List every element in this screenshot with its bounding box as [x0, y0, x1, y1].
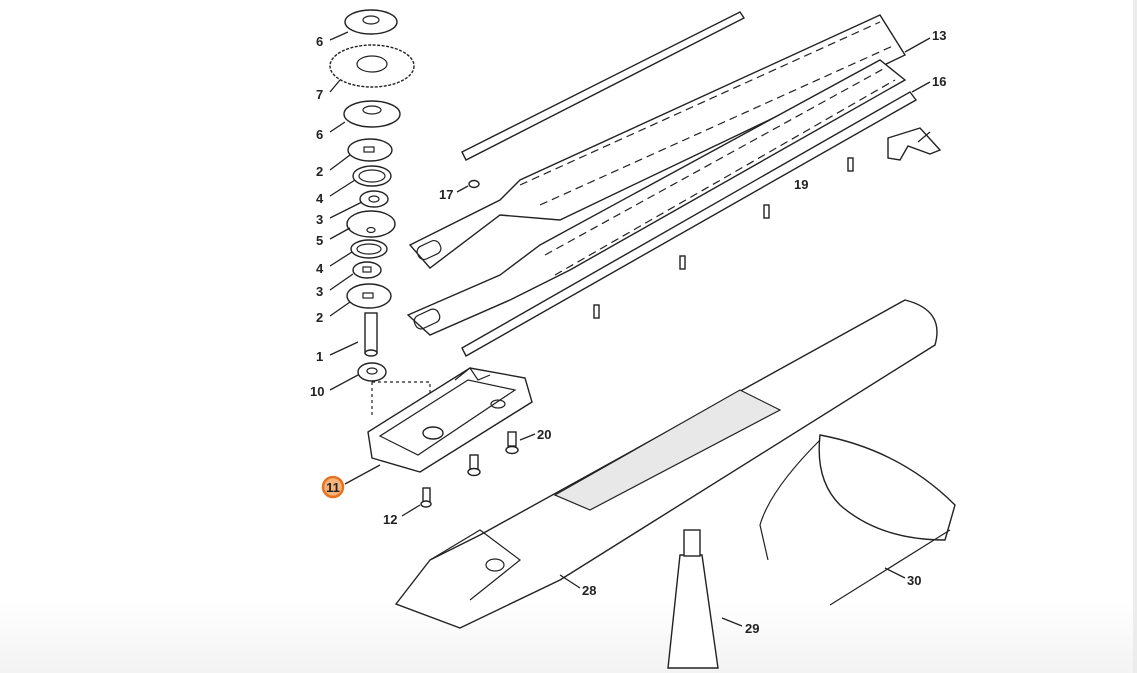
part-3-disc[interactable] [359, 190, 389, 208]
callout-6-lower[interactable]: 6 [316, 127, 323, 142]
callout-7[interactable]: 7 [316, 87, 323, 102]
part-17-nut[interactable] [468, 179, 480, 189]
callout-1[interactable]: 1 [316, 349, 323, 364]
part-28-blade-guard[interactable] [394, 299, 938, 629]
part-4-ring[interactable] [352, 165, 392, 187]
part-12-screw[interactable] [420, 487, 432, 508]
scroll-edge [1133, 0, 1137, 673]
callout-3[interactable]: 3 [316, 212, 323, 227]
callout-29[interactable]: 29 [745, 621, 759, 636]
part-2-plate-lower[interactable] [346, 283, 392, 309]
callout-16[interactable]: 16 [932, 74, 946, 89]
background-fade [0, 600, 1137, 673]
callout-2[interactable]: 2 [316, 164, 323, 179]
callout-17[interactable]: 17 [439, 187, 453, 202]
callout-4[interactable]: 4 [316, 191, 324, 206]
part-7-gear[interactable] [329, 44, 415, 88]
part-19-screws[interactable] [593, 157, 854, 319]
part-t-piece[interactable] [887, 127, 942, 161]
part-rail[interactable] [461, 11, 746, 161]
part-20-screw-b[interactable] [467, 454, 481, 477]
callout-2-lower[interactable]: 2 [316, 310, 323, 325]
callout-12[interactable]: 12 [383, 512, 397, 527]
callout-3-lower[interactable]: 3 [316, 284, 323, 299]
part-4-ring-lower[interactable] [350, 239, 388, 259]
part-11-gear-housing[interactable] [367, 367, 533, 473]
part-2-plate[interactable] [347, 138, 393, 162]
part-16-guide-bar[interactable] [461, 91, 918, 357]
leader-lines [329, 31, 931, 627]
part-13-blade-lower[interactable] [406, 59, 907, 336]
callout-20[interactable]: 20 [537, 427, 551, 442]
callout-10[interactable]: 10 [310, 384, 324, 399]
callout-11-selected[interactable]: 11 [321, 475, 345, 499]
part-5-disc[interactable] [346, 210, 396, 238]
part-3-disc-lower[interactable] [352, 261, 382, 279]
part-6-top-washer[interactable] [344, 9, 398, 35]
callout-4-lower[interactable]: 4 [316, 261, 324, 276]
callout-11-label: 11 [326, 480, 340, 495]
part-10-bearing[interactable] [357, 362, 387, 382]
part-29-grease-tube[interactable] [667, 529, 719, 669]
callout-13[interactable]: 13 [932, 28, 946, 43]
callout-28[interactable]: 28 [582, 583, 596, 598]
part-20-screw[interactable] [505, 431, 519, 455]
callout-19[interactable]: 19 [794, 177, 808, 192]
part-13-blade-upper[interactable] [408, 14, 907, 269]
callout-6[interactable]: 6 [316, 34, 323, 49]
part-1-shaft[interactable] [364, 312, 378, 357]
callout-30[interactable]: 30 [907, 573, 921, 588]
callout-5[interactable]: 5 [316, 233, 323, 248]
part-6-washer[interactable] [343, 100, 401, 128]
part-30-safety-glasses[interactable] [759, 434, 956, 606]
